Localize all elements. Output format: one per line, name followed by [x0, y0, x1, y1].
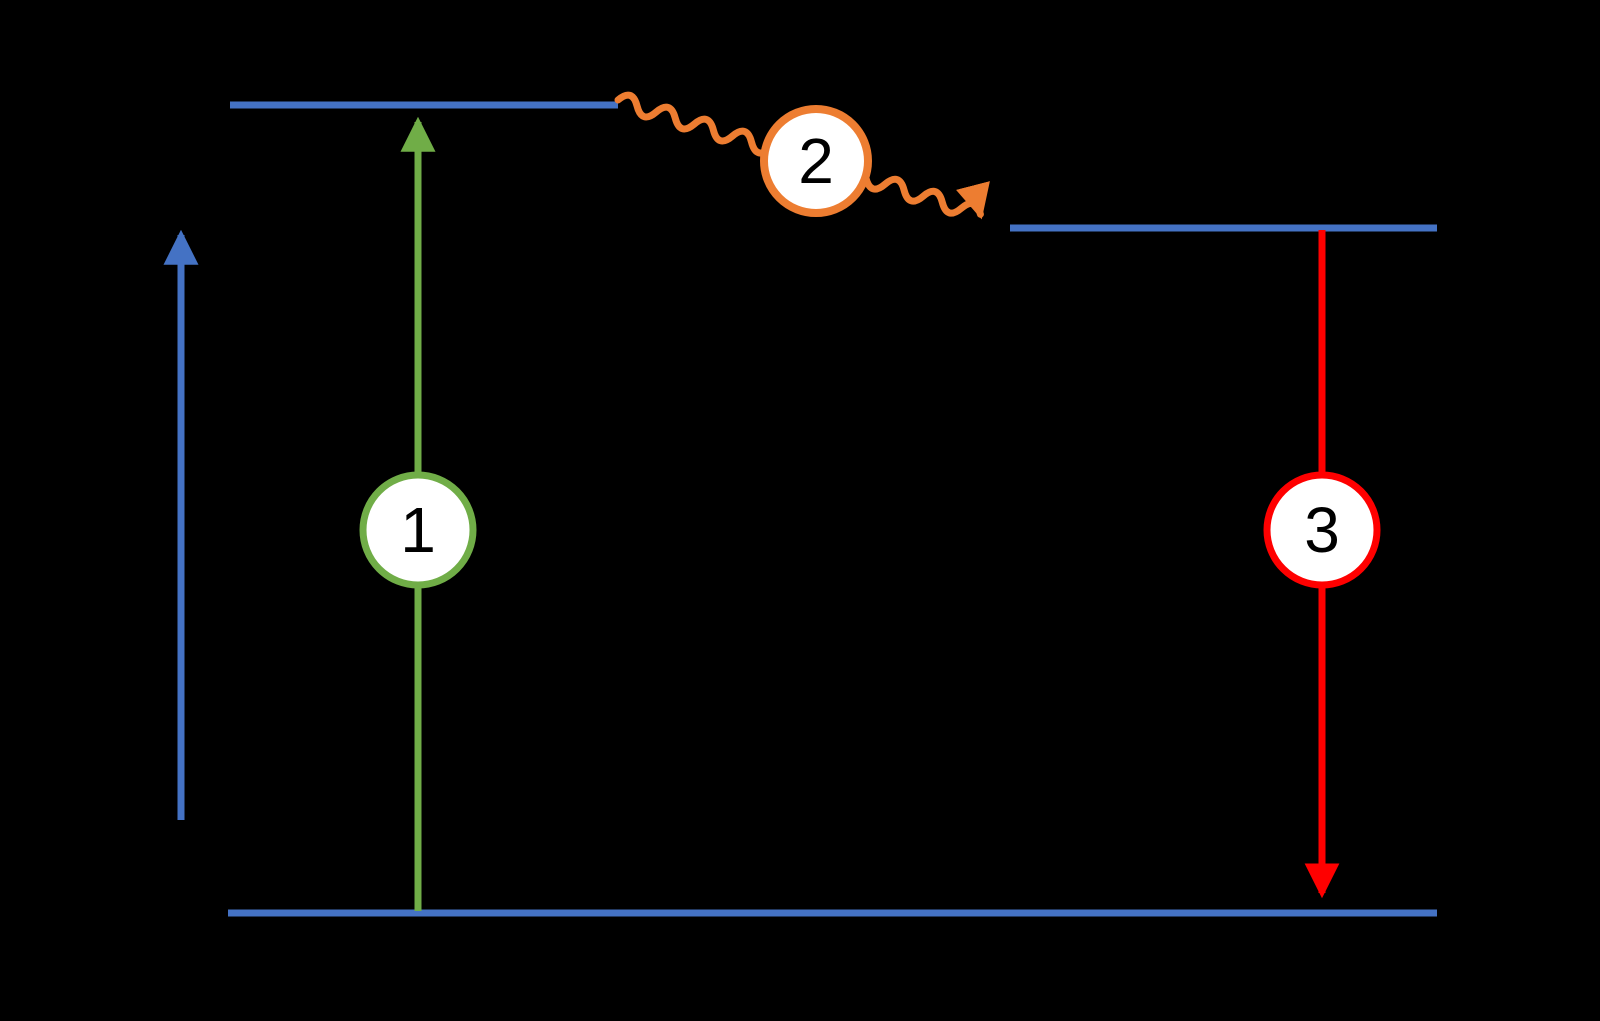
- step-badge-2: 2: [760, 105, 872, 217]
- step-badge-1-label: 1: [400, 494, 436, 566]
- step-badge-1: 1: [359, 471, 477, 589]
- step-badge-3-label: 3: [1304, 494, 1340, 566]
- step-badge-3: 3: [1263, 471, 1381, 589]
- step-badge-3-circle: [1263, 471, 1381, 589]
- step-badge-1-circle: [359, 471, 477, 589]
- step-badge-2-circle: [760, 105, 872, 217]
- step-badge-2-label: 2: [798, 125, 834, 197]
